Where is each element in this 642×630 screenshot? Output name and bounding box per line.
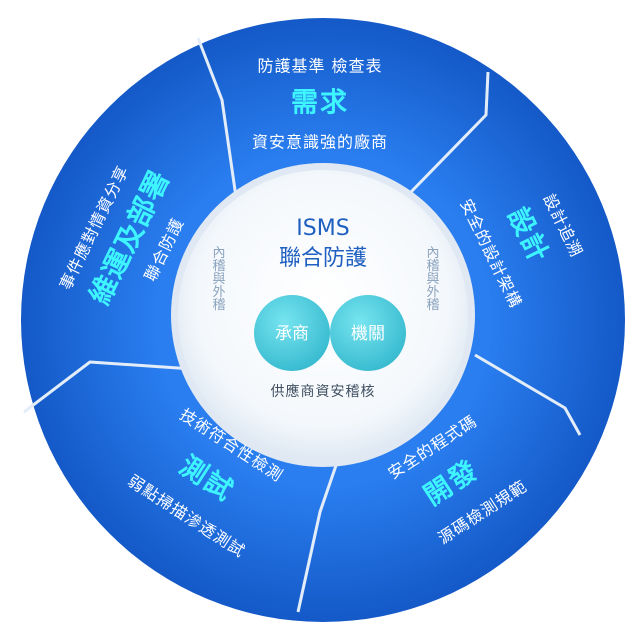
center-left-vertical: 內稽與外稽 xyxy=(210,246,226,312)
center-title-isms: ISMS xyxy=(296,216,349,241)
separator-top-left xyxy=(196,37,238,198)
segment-requirements: 防護基準 檢查表 需求 資安意識強的廠商 xyxy=(252,57,388,152)
segment-top-title: 需求 xyxy=(291,88,349,119)
center-footer: 供應商資安稽核 xyxy=(271,383,376,400)
segment-top-line3: 資安意識強的廠商 xyxy=(252,133,388,152)
center-title-joint: 聯合防護 xyxy=(279,246,367,271)
separator-top-right xyxy=(408,71,490,195)
separator-right xyxy=(474,353,582,436)
segment-top-line1: 防護基準 檢查表 xyxy=(257,57,382,76)
bubble-agency xyxy=(330,295,406,371)
center-right-vertical: 內稽與外稽 xyxy=(424,246,440,312)
bubble-agency-label: 機關 xyxy=(351,324,385,344)
bubble-contractor-label: 承商 xyxy=(275,324,309,344)
segment-separators xyxy=(23,37,582,613)
bubble-contractor xyxy=(254,295,330,371)
separator-bottom xyxy=(296,447,344,613)
separator-left xyxy=(23,360,208,414)
